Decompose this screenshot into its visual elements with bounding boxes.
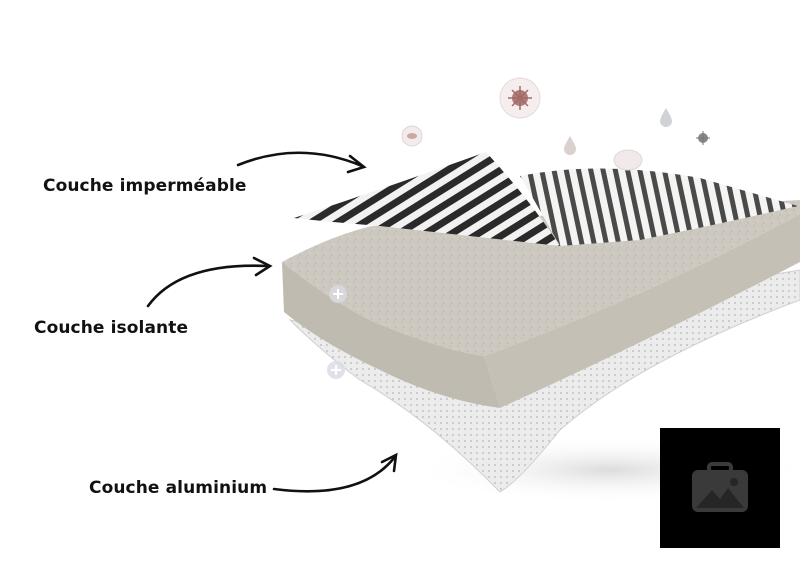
label-insulating-layer: Couche isolante [34, 318, 189, 338]
plus-icon [329, 285, 347, 303]
arrow-insulating [146, 256, 273, 308]
arrow-waterproof [236, 151, 367, 174]
plus-icon [327, 361, 345, 379]
microbe-icon [696, 131, 710, 145]
droplet-icon [660, 108, 672, 127]
microbe-icon [401, 125, 423, 147]
microbe-icon [499, 77, 541, 119]
droplet-icon [564, 136, 576, 155]
foam-front-face [282, 262, 500, 408]
waterproof-layer-flap [294, 152, 560, 246]
arrow-aluminium [272, 452, 398, 493]
waterproof-layer-flat [520, 168, 798, 246]
microbe-icon [613, 149, 643, 171]
image-placeholder-icon [692, 462, 748, 512]
label-waterproof-layer: Couche imperméable [43, 176, 247, 196]
foam-right-face [484, 214, 800, 408]
image-placeholder-badge [660, 428, 780, 548]
label-aluminium-layer: Couche aluminium [89, 478, 268, 498]
foam-top-face [282, 200, 800, 356]
